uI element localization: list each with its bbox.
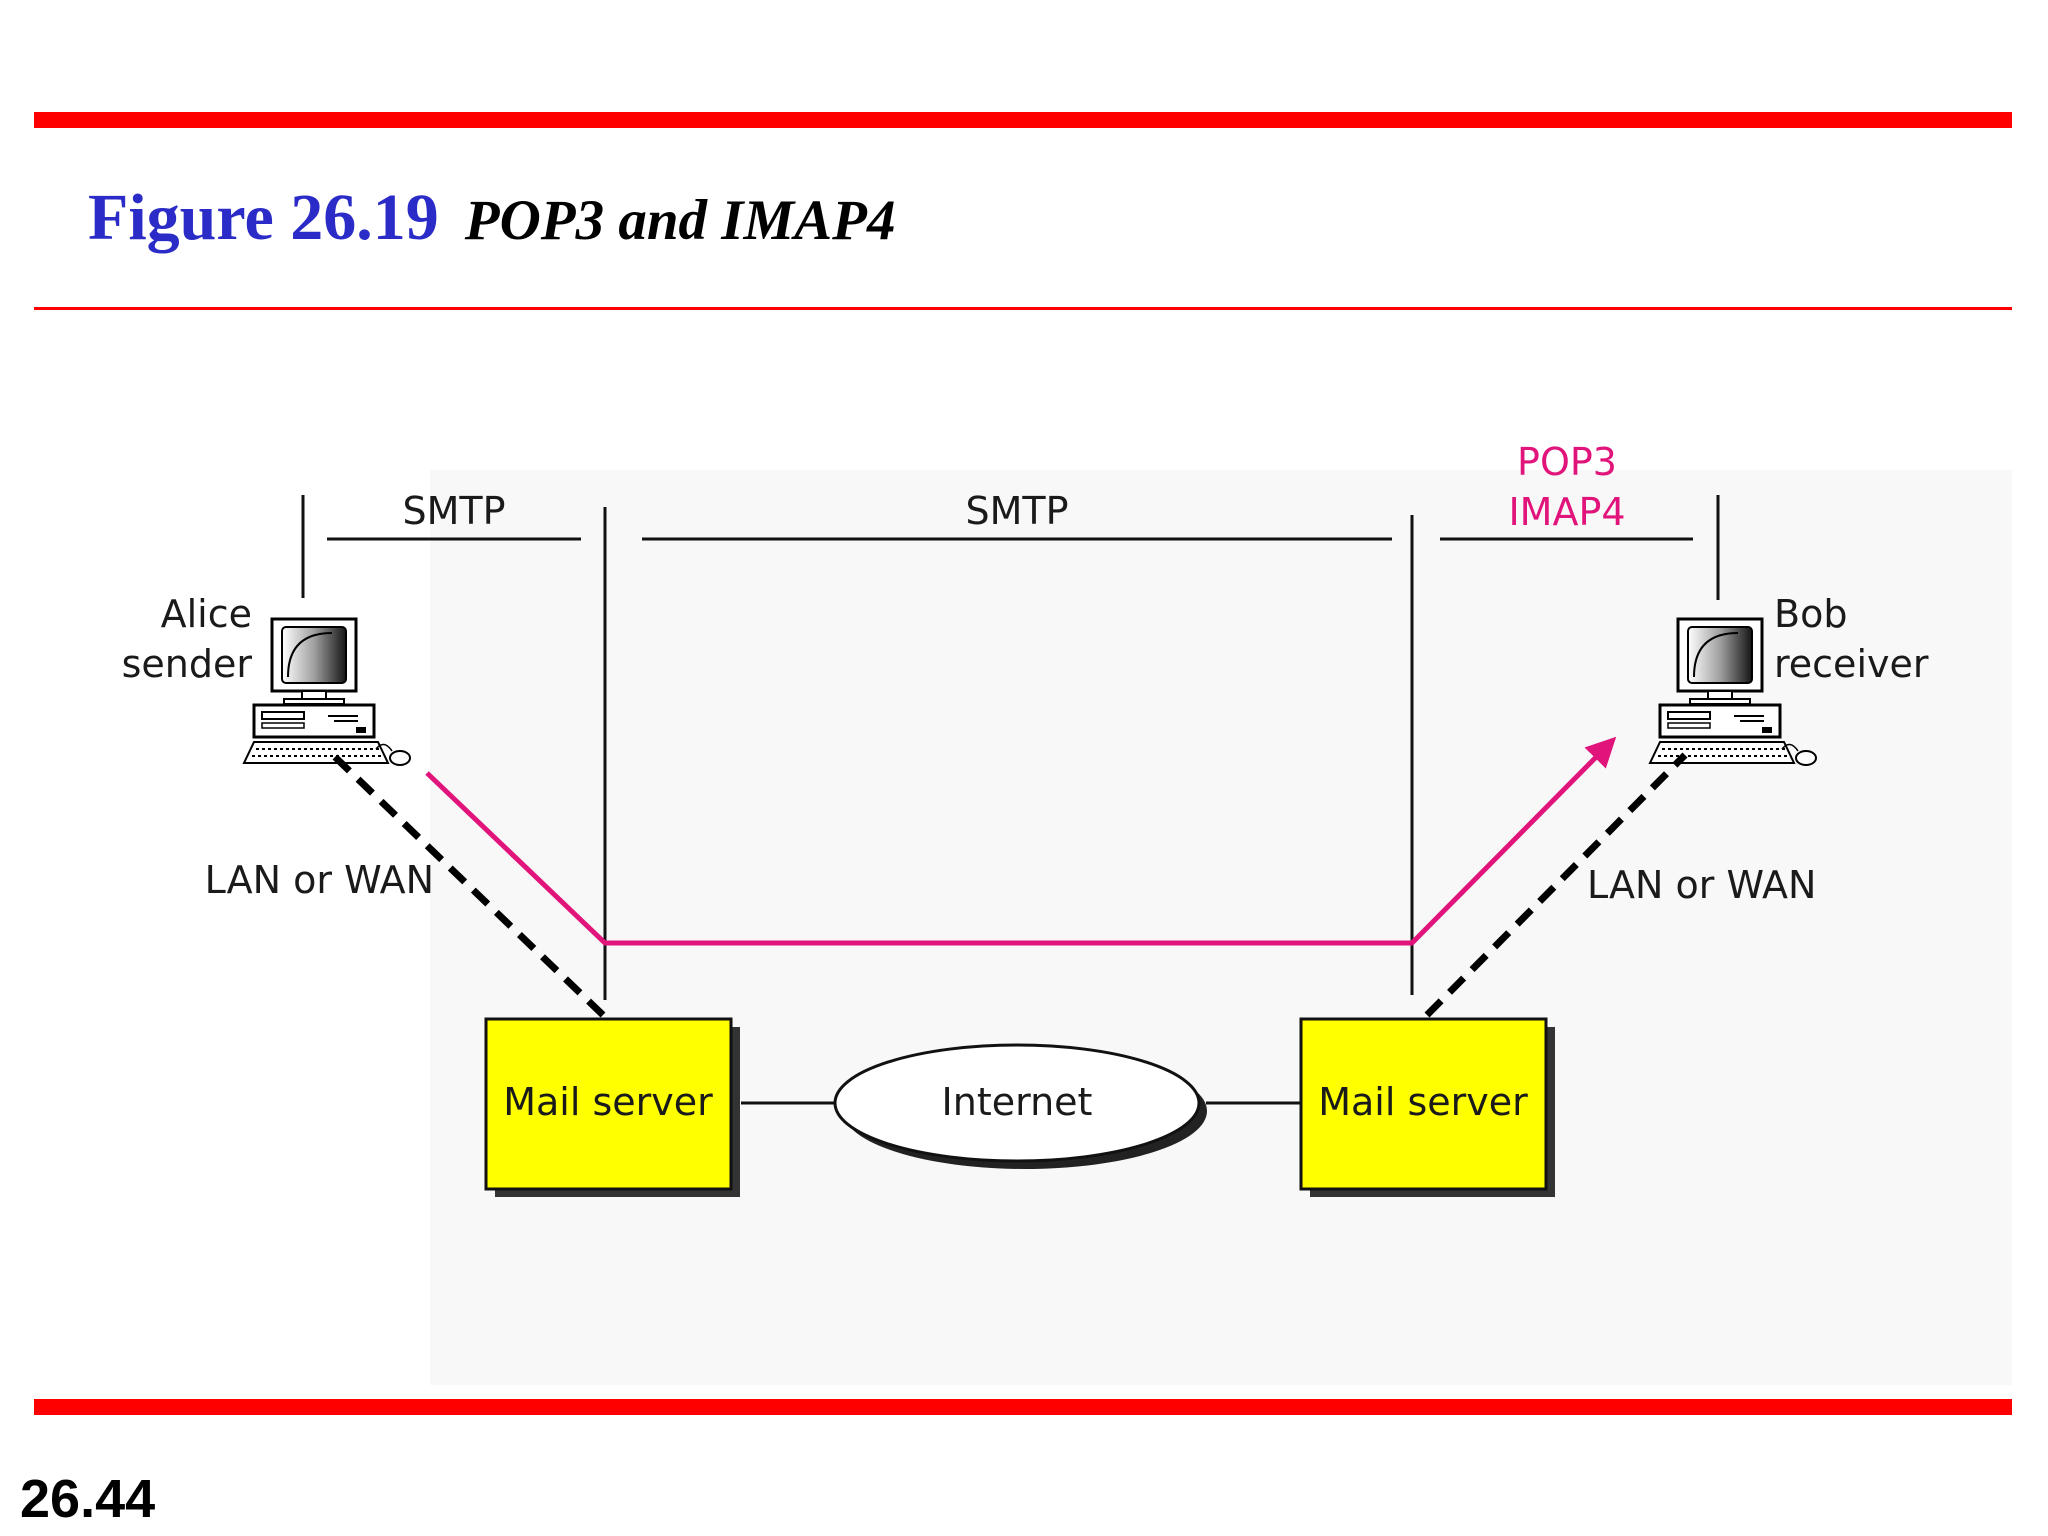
right-mail-server	[1299, 1017, 1548, 1191]
receiver-role: receiver	[1774, 642, 1929, 686]
sender-role: sender	[122, 642, 253, 686]
alice-computer-icon	[242, 617, 412, 767]
sender-name: Alice	[161, 592, 252, 636]
right-lan-wan-link	[1424, 752, 1688, 1018]
top-red-rule	[34, 112, 2012, 128]
internet-label: Internet	[942, 1080, 1093, 1124]
page-number: 26.44	[20, 1469, 156, 1529]
smtp-label-servers: SMTP	[965, 489, 1068, 533]
pop3-label: POP3	[1517, 440, 1617, 484]
internet-ellipse	[833, 1043, 1201, 1163]
right-mail-server-label: Mail server	[1318, 1080, 1528, 1124]
bottom-red-rule	[34, 1399, 2012, 1415]
right-link-label: LAN or WAN	[1587, 863, 1816, 907]
imap4-label: IMAP4	[1508, 490, 1625, 534]
left-mail-server	[484, 1017, 733, 1191]
figure-caption: POP3 and IMAP4	[464, 189, 896, 252]
message-path-arrow	[425, 736, 1617, 946]
smtp-label-sender: SMTP	[402, 489, 505, 533]
figure-number: Figure 26.19	[88, 181, 439, 254]
receiver-name: Bob	[1774, 592, 1847, 636]
title-underline-rule	[34, 307, 2012, 310]
left-mail-server-label: Mail server	[503, 1080, 713, 1124]
left-link-label: LAN or WAN	[205, 858, 434, 902]
